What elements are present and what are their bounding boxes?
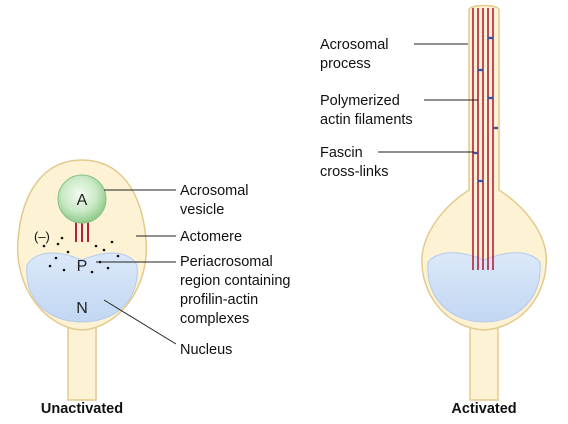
label-periacrosomal: Periacrosomal region containing profilin… [180, 254, 294, 327]
caption-activated: Activated [451, 401, 516, 417]
activated-head-with-process [421, 4, 547, 331]
label-actomere: Actomere [180, 229, 242, 245]
unactivated-sperm: A P N (–) Acrosomal vesicle Actomere Per… [16, 159, 294, 417]
activated-sperm: Acrosomal process Polymerized actin fila… [320, 4, 547, 417]
profilin-actin-dots [42, 236, 120, 274]
nucleus-letter: N [76, 300, 88, 317]
periacrosomal-letter: P [77, 258, 88, 275]
unactivated-tail [67, 317, 97, 401]
acrosomal-vesicle [57, 174, 107, 224]
label-polymerized-actin: Polymerized actin filaments [320, 93, 413, 128]
label-acrosomal-process: Acrosomal process [320, 37, 393, 72]
fascin-cross-links [473, 36, 498, 183]
actomere-filaments [75, 222, 89, 242]
label-acrosomal-vesicle: Acrosomal vesicle [180, 183, 253, 218]
leader-nucleus [103, 299, 177, 345]
unactivated-nucleus [26, 252, 138, 323]
minus-end-label: (–) [34, 229, 50, 244]
label-fascin: Fascin cross-links [320, 145, 388, 180]
label-nucleus: Nucleus [180, 342, 232, 358]
caption-unactivated: Unactivated [41, 401, 123, 417]
vesicle-letter: A [77, 192, 88, 209]
polymerized-actin-filaments [472, 8, 494, 270]
